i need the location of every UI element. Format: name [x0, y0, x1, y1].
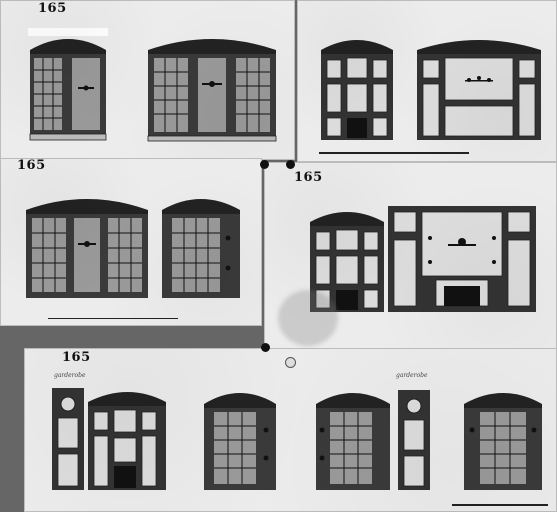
scale-bar	[452, 504, 548, 506]
elevation-narrow-cabinet	[396, 388, 432, 492]
elevation-single-window	[312, 382, 394, 492]
annotation-right: garderobe	[396, 372, 428, 379]
annotation-left: garderobe	[54, 372, 86, 379]
sheet-number: 165	[38, 1, 67, 16]
elevation-window-door	[24, 28, 112, 143]
elevation-cabinet-panel	[317, 30, 397, 142]
scale-bar	[48, 318, 178, 319]
sheet-number: 165	[294, 170, 323, 185]
sheet-middle-left: 165	[0, 158, 262, 326]
elevation-double-window	[22, 188, 152, 300]
pin	[261, 343, 270, 352]
pin	[260, 160, 269, 169]
elevation-cabinet-pair	[50, 382, 168, 492]
elevation-fireplace-wall	[386, 202, 538, 314]
water-stain	[278, 290, 338, 346]
elevation-single-window	[460, 382, 546, 492]
elevation-single-window	[200, 382, 280, 492]
scale-bar	[319, 152, 469, 154]
sheet-middle-right: 165	[264, 162, 557, 358]
sheet-top-left: 165	[0, 0, 295, 160]
elevation-cabinet-panel	[306, 202, 388, 314]
elevation-wide-panel	[413, 30, 545, 142]
sheet-number: 165	[17, 158, 46, 173]
pin	[286, 358, 295, 367]
elevation-single-window	[158, 188, 244, 300]
elevation-triple-window	[142, 28, 282, 143]
pin	[286, 160, 295, 169]
sheet-bottom: 165 garderobe garderobe	[24, 348, 557, 512]
sheet-top-right	[297, 0, 557, 162]
sheet-number: 165	[62, 350, 91, 365]
